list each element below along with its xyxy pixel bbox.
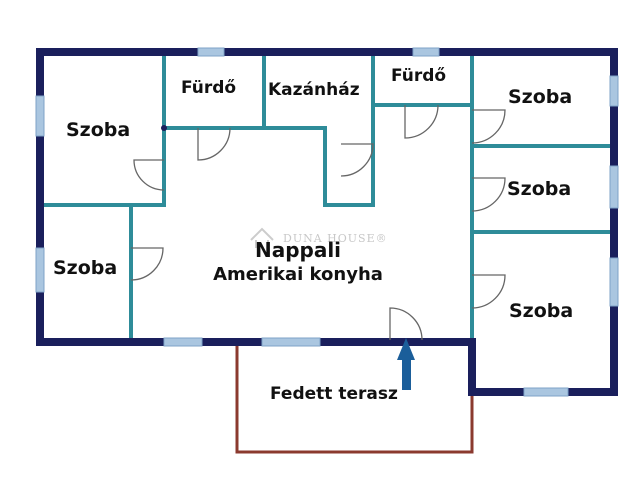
- room-label-kappali: Nappali Amerikai konyha: [168, 240, 428, 284]
- terrace-label: Fedett terasz: [270, 384, 398, 404]
- room-label-kazanhaz: Kazánház: [268, 80, 360, 100]
- watermark-text: DUNA HOUSE®: [283, 232, 388, 245]
- room-label-szoba-right-bottom: Szoba: [509, 300, 574, 322]
- room-label-furdo-left: Fürdő: [181, 78, 237, 98]
- room-label-furdo-right: Fürdő: [391, 66, 447, 86]
- entrance-arrow-icon: [397, 338, 415, 390]
- room-label-szoba-top-left: Szoba: [66, 119, 131, 141]
- windows: [35, 47, 619, 397]
- interior-walls: [38, 52, 614, 342]
- room-label-kappali-title: Nappali: [254, 238, 342, 262]
- doors: [130, 104, 506, 341]
- room-label-szoba-right-top: Szoba: [508, 86, 573, 108]
- outer-walls: [36, 48, 618, 396]
- watermark-logo-icon: [250, 227, 274, 248]
- room-label-kappali-subtitle: Amerikai konyha: [213, 264, 383, 285]
- terrace-outline: [235, 345, 474, 454]
- room-label-szoba-left-bottom: Szoba: [53, 257, 118, 279]
- wall-junction-dot: [161, 125, 167, 131]
- room-label-szoba-right-mid: Szoba: [507, 178, 572, 200]
